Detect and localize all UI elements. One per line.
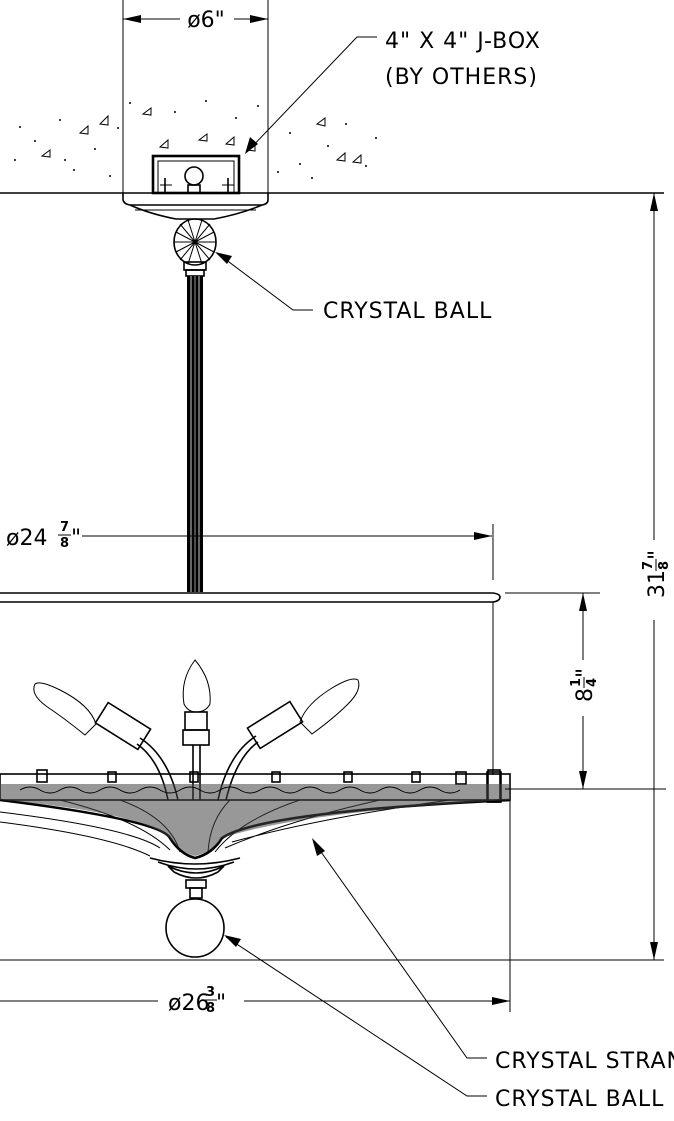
overall-height-unit: " — [645, 550, 670, 560]
bowl-diameter-unit: " — [216, 991, 226, 1016]
bowl-diameter-num: 3 — [206, 985, 215, 1000]
shade-height-den: 4 — [585, 678, 600, 687]
canopy-diameter-label: ø6" — [187, 8, 225, 33]
stem — [187, 276, 203, 592]
callout-jbox: 4" X 4" J-BOX (BY OTHERS) — [245, 29, 541, 154]
bowl-diameter-label: ø26 — [168, 991, 209, 1016]
overall-height-label: 31 — [645, 570, 670, 598]
crystal-strand-label: CRYSTAL STRAND — [495, 1049, 674, 1074]
candle-bulbs — [33, 659, 360, 801]
callout-crystal-strand: CRYSTAL STRAND — [312, 838, 674, 1074]
overall-height-num: 7 — [641, 561, 656, 570]
bowl-diameter-den: 8 — [206, 1001, 215, 1016]
overall-height-den: 8 — [657, 561, 672, 570]
dimension-bowl-diameter: ø26 3 8 " — [0, 800, 511, 1016]
ceiling-dots — [14, 100, 377, 179]
jbox-label-line2: (BY OTHERS) — [385, 65, 538, 90]
canopy — [122, 193, 269, 220]
shade-height-unit: " — [573, 668, 598, 678]
dimension-shade-height: 8 1 4 " — [505, 592, 666, 790]
crystal-ball-top-label: CRYSTAL BALL — [323, 299, 492, 324]
crystal-ball-bottom — [165, 898, 225, 958]
drum-shade — [0, 592, 502, 803]
ceiling — [0, 0, 664, 194]
crystal-ball-bottom-label: CRYSTAL BALL — [495, 1087, 664, 1112]
crystal-ball-top — [173, 218, 217, 277]
shade-diameter-label: ø24 — [6, 526, 47, 551]
junction-box — [151, 154, 241, 195]
crystal-bowl — [0, 769, 511, 899]
shade-height-num: 1 — [569, 678, 584, 687]
callout-crystal-ball-bottom: CRYSTAL BALL — [224, 935, 664, 1112]
dimension-overall-height: 31 7 8 " — [0, 193, 672, 961]
dimension-canopy: ø6" — [123, 8, 268, 33]
shade-diameter-unit: " — [71, 526, 81, 551]
callout-crystal-ball-top: CRYSTAL BALL — [215, 252, 492, 324]
shade-height-label: 8 — [573, 688, 598, 702]
shade-diameter-num: 7 — [60, 520, 69, 535]
shade-diameter-den: 8 — [60, 536, 69, 551]
jbox-label-line1: 4" X 4" J-BOX — [385, 29, 541, 54]
dimension-shade-diameter: ø24 7 8 " — [6, 520, 494, 580]
